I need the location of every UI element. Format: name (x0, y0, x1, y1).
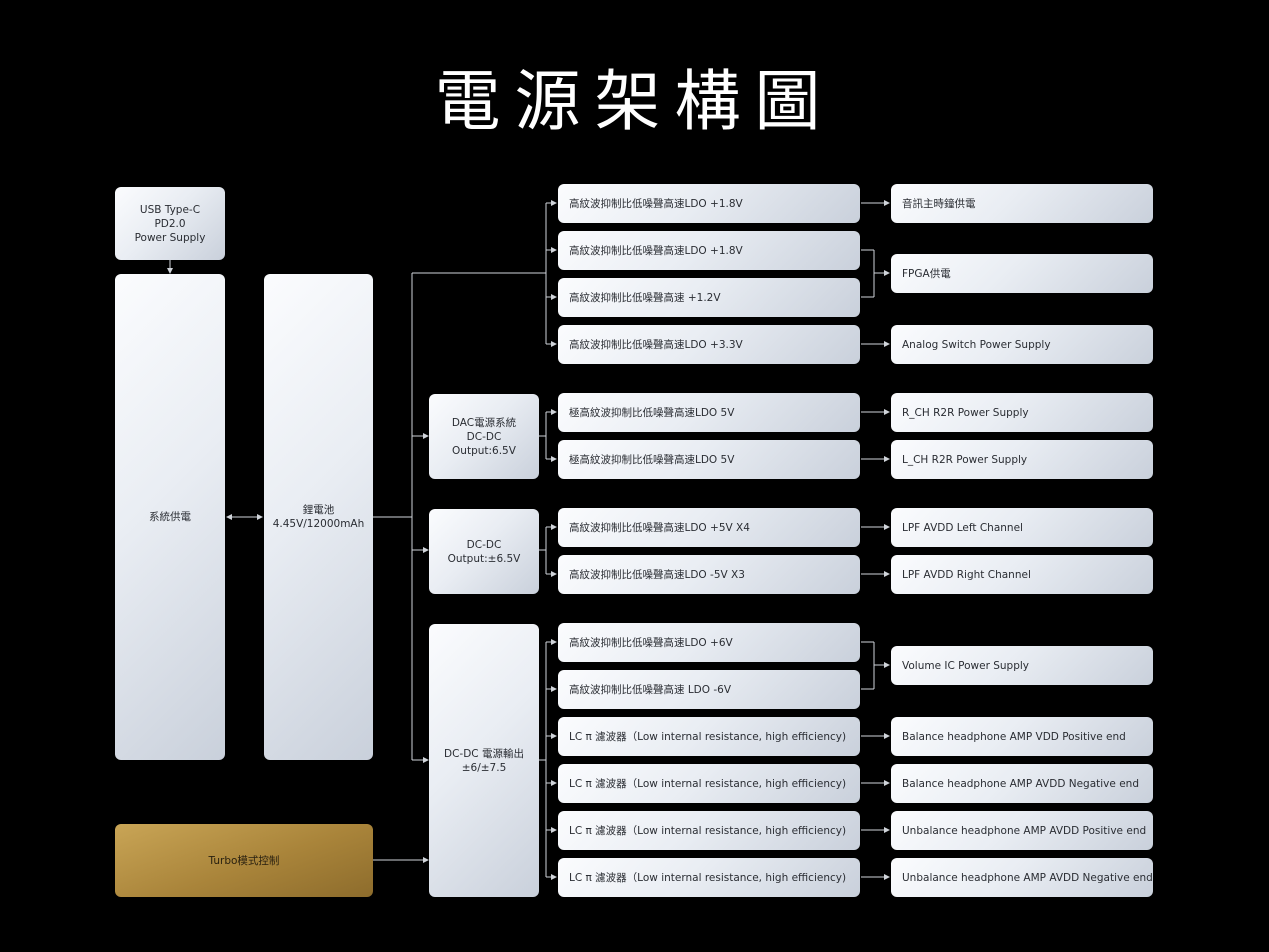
output-box: Analog Switch Power Supply (891, 325, 1153, 364)
dcdc-box: DC-DC Output:±6.5V (429, 509, 539, 594)
ldo-box: 高紋波抑制比低噪聲高速LDO +5V X4 (558, 508, 860, 547)
dcdc-output-box: DC-DC 電源輸出 ±6/±7.5 (429, 624, 539, 897)
ldo-box: 高紋波抑制比低噪聲高速LDO +1.8V (558, 184, 860, 223)
ldo-box: 高紋波抑制比低噪聲高速 +1.2V (558, 278, 860, 317)
lc-filter-box: LC π 濾波器（Low internal resistance, high e… (558, 717, 860, 756)
dac-dcdc-box: DAC電源系統 DC-DC Output:6.5V (429, 394, 539, 479)
output-box: Unbalance headphone AMP AVDD Negative en… (891, 858, 1153, 897)
ldo-box: 極高紋波抑制比低噪聲高速LDO 5V (558, 440, 860, 479)
output-box: Volume IC Power Supply (891, 646, 1153, 685)
lc-filter-box: LC π 濾波器（Low internal resistance, high e… (558, 764, 860, 803)
output-box: LPF AVDD Right Channel (891, 555, 1153, 594)
turbo-mode-box: Turbo模式控制 (115, 824, 373, 897)
ldo-box: 極高紋波抑制比低噪聲高速LDO 5V (558, 393, 860, 432)
battery-box: 鋰電池 4.45V/12000mAh (264, 274, 373, 760)
ldo-box: 高紋波抑制比低噪聲高速LDO +3.3V (558, 325, 860, 364)
output-box: LPF AVDD Left Channel (891, 508, 1153, 547)
usb-typec-box: USB Type-C PD2.0 Power Supply (115, 187, 225, 260)
ldo-box: 高紋波抑制比低噪聲高速 LDO -6V (558, 670, 860, 709)
output-box: 音訊主時鐘供電 (891, 184, 1153, 223)
output-box: Balance headphone AMP VDD Positive end (891, 717, 1153, 756)
ldo-box: 高紋波抑制比低噪聲高速LDO +6V (558, 623, 860, 662)
lc-filter-box: LC π 濾波器（Low internal resistance, high e… (558, 858, 860, 897)
output-box: FPGA供電 (891, 254, 1153, 293)
lc-filter-box: LC π 濾波器（Low internal resistance, high e… (558, 811, 860, 850)
system-power-box: 系統供電 (115, 274, 225, 760)
ldo-box: 高紋波抑制比低噪聲高速LDO +1.8V (558, 231, 860, 270)
output-box: L_CH R2R Power Supply (891, 440, 1153, 479)
output-box: Balance headphone AMP AVDD Negative end (891, 764, 1153, 803)
ldo-box: 高紋波抑制比低噪聲高速LDO -5V X3 (558, 555, 860, 594)
output-box: Unbalance headphone AMP AVDD Positive en… (891, 811, 1153, 850)
page-title: 電源架構圖 (434, 63, 835, 140)
output-box: R_CH R2R Power Supply (891, 393, 1153, 432)
